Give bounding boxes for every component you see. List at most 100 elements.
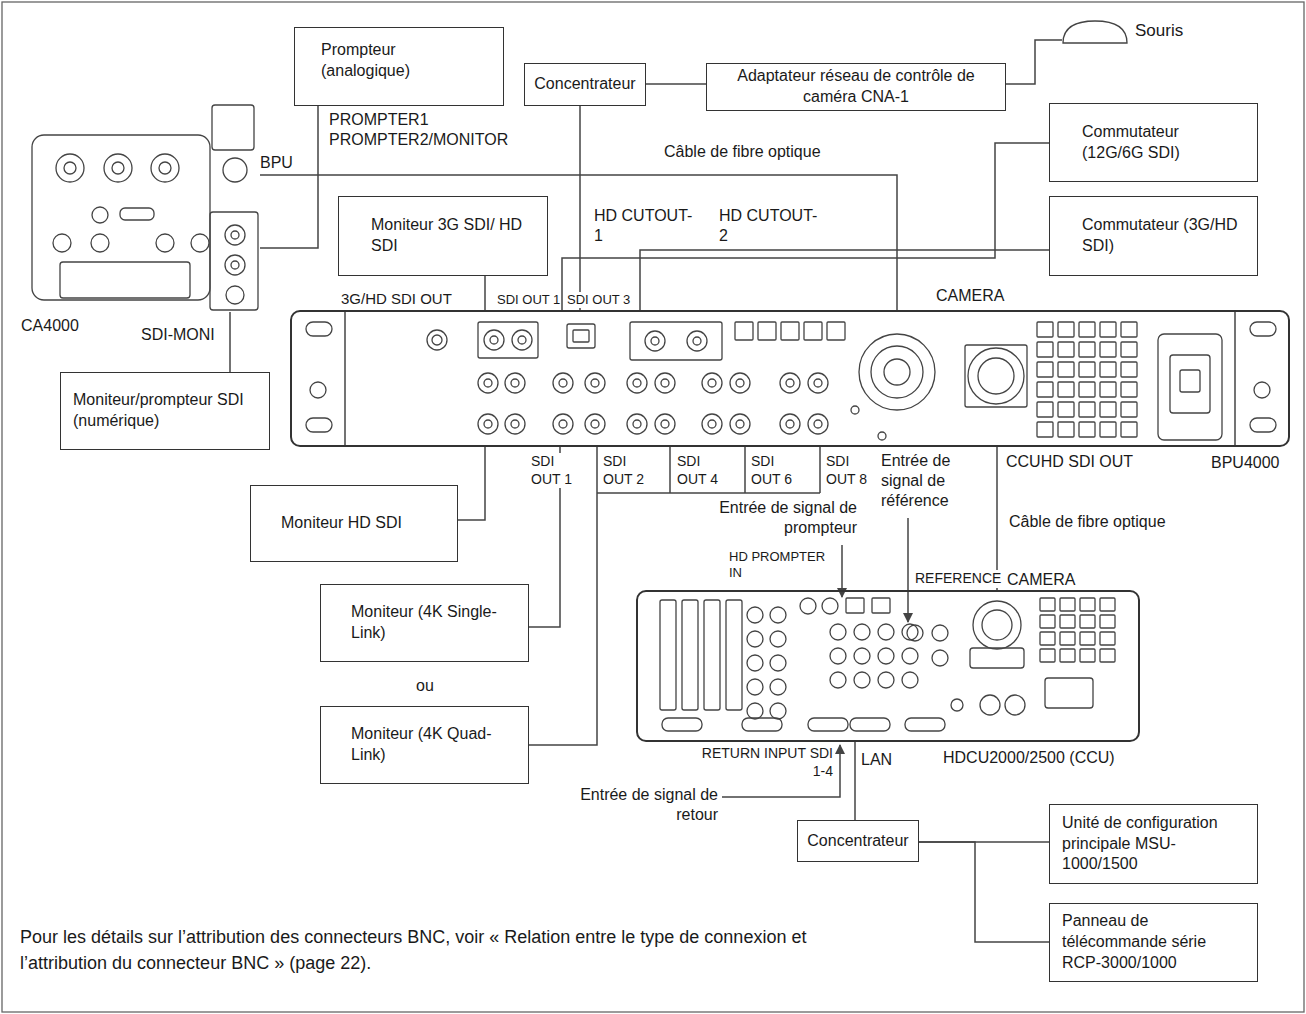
device-box: Concentrateur [524, 63, 646, 106]
device-box: Panneau de télécommande série RCP-3000/1… [1049, 903, 1258, 982]
lan-jack [573, 330, 589, 342]
signal-label: 3G/HD SDI OUT [340, 290, 453, 309]
sdi-quad-wire [744, 447, 746, 493]
bnc-connector [655, 373, 675, 393]
bnc-pin [559, 379, 567, 387]
bnc-connector [478, 373, 498, 393]
ccu-connector [968, 348, 1024, 404]
vent-grid [1121, 342, 1137, 357]
dsub-connector [905, 718, 945, 731]
bnc-connector [585, 373, 605, 393]
bnc-connector [645, 331, 665, 351]
bnc-connector [627, 414, 647, 434]
bnc-connector [822, 598, 838, 614]
bnc-pin [633, 420, 641, 428]
lan-port [846, 598, 864, 613]
connector [951, 699, 963, 711]
xlr-pin [159, 162, 171, 174]
bnc-connector [747, 703, 763, 719]
bnc-pin [736, 420, 744, 428]
vent-grid [1058, 342, 1074, 357]
box-text: Concentrateur [534, 74, 635, 95]
vent-grid [1080, 615, 1095, 628]
cable [646, 83, 706, 85]
vent-grid [1100, 422, 1116, 437]
indicator [804, 322, 822, 340]
signal-label: SDI OUT 1 [530, 453, 576, 488]
bnc-connector [854, 648, 870, 664]
signal-label: BPU [259, 153, 294, 173]
xlr-pin [64, 162, 76, 174]
cable [1006, 40, 1062, 84]
device-box: Unité de configuration principale MSU-10… [1049, 804, 1258, 884]
switch [120, 208, 154, 220]
rack-slot [1250, 322, 1276, 336]
vent-grid [1100, 598, 1115, 611]
signal-label: HD PROMPTER IN [728, 549, 830, 582]
bnc-connector [225, 255, 245, 275]
cable [996, 447, 998, 590]
device-box: Adaptateur réseau de contrôle de caméra … [706, 63, 1006, 111]
cable [458, 447, 485, 520]
sdi-quad-wire [819, 447, 821, 493]
signal-label: SDI OUT 8 [825, 453, 871, 488]
screw [310, 382, 326, 398]
signal-label: SDI OUT 3 [566, 292, 631, 308]
dsub-connector [808, 718, 848, 731]
signal-label: SDI OUT 6 [750, 453, 796, 488]
sdi-moni-connector [226, 286, 244, 304]
device-name: HDCU2000/2500 (CCU) [942, 749, 1116, 767]
cable [579, 106, 581, 310]
vent-grid [1100, 362, 1116, 377]
bnc-connector [808, 414, 828, 434]
side-panel [210, 212, 258, 310]
bnc-pin [786, 379, 794, 387]
device-box: Commutateur (3G/HD SDI) [1049, 196, 1258, 276]
vent-grid [1037, 382, 1053, 397]
device-panel: BPU4000 [290, 310, 1290, 447]
connector [53, 234, 71, 252]
bnc-connector [902, 648, 918, 664]
bnc-connector [585, 414, 605, 434]
bnc-connector [655, 414, 675, 434]
box-text: Panneau de télécommande série RCP-3000/1… [1062, 911, 1245, 973]
vent-grid [1079, 382, 1095, 397]
vent-grid [1037, 422, 1053, 437]
device-box: Moniteur HD SDI [250, 485, 458, 562]
bnc-connector [800, 598, 816, 614]
mouse-symbol: Souris [1062, 20, 1128, 44]
cable [229, 312, 231, 372]
box-text: Moniteur (4K Quad-Link) [351, 724, 514, 766]
vent-grid [1079, 322, 1095, 337]
box-text: Commutateur (12G/6G SDI) [1082, 122, 1243, 164]
bnc-pin [591, 379, 599, 387]
bnc-pin [814, 420, 822, 428]
vent-grid [1100, 342, 1116, 357]
bnc-connector [225, 225, 245, 245]
bnc-connector [770, 655, 786, 671]
bnc-connector [553, 373, 573, 393]
device-name: Souris [1134, 21, 1184, 41]
device-box: Prompteur (analogique) [294, 27, 504, 106]
rack-ear-edge [1234, 312, 1236, 445]
box-text: Commutateur (3G/HD SDI) [1082, 215, 1243, 257]
signal-label: PROMPTER2/MONITOR [328, 130, 509, 150]
camera-connector-core [884, 359, 910, 385]
vent-grid [1058, 322, 1074, 337]
cable [260, 106, 318, 248]
device-box: Moniteur (4K Single-Link) [320, 584, 529, 662]
battery-cover [60, 262, 190, 298]
ccu-connector-core [978, 358, 1014, 394]
device-name: CA4000 [20, 317, 80, 335]
bnc-pin [511, 420, 519, 428]
bnc-pin [661, 420, 669, 428]
vent-grid [1100, 632, 1115, 645]
bnc-pin [708, 420, 716, 428]
bnc-connector [505, 414, 525, 434]
bnc-connector [702, 414, 722, 434]
connector-guard [970, 648, 1024, 668]
bnc-connector [907, 625, 923, 641]
cable [919, 842, 1049, 942]
lan-port [872, 598, 890, 613]
